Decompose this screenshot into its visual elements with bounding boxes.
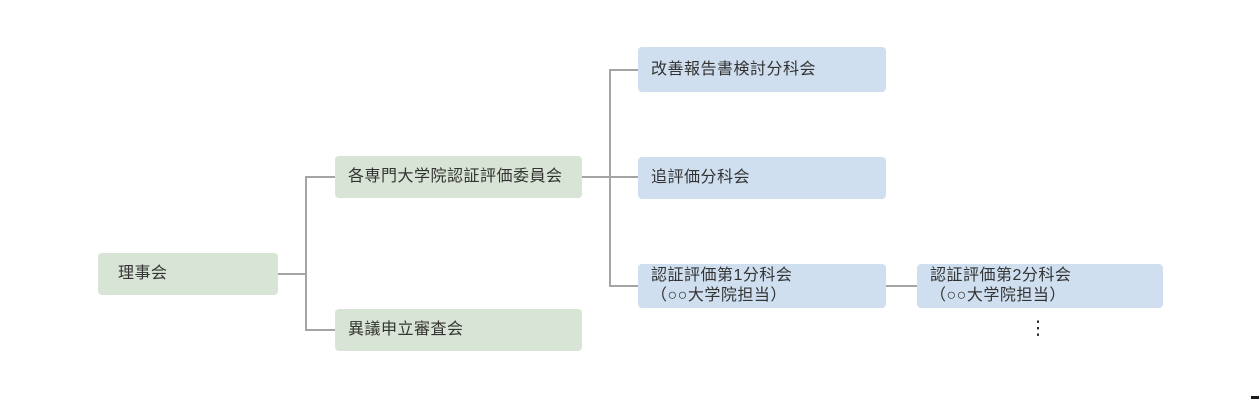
org-node-follow-up-evaluation: 追評価分科会 (638, 157, 886, 199)
org-node-board: 理事会 (98, 253, 278, 295)
corner-artifact (1251, 396, 1259, 399)
org-node-improvement-report-label: 改善報告書検討分科会 (651, 60, 817, 78)
continuation-ellipsis-icon: ⋮ (1028, 318, 1048, 339)
org-node-subcommittee-2-label: 認証評価第2分科会 （○○大学院担当） (930, 267, 1072, 304)
org-node-subcommittee-2: 認証評価第2分科会 （○○大学院担当） (917, 264, 1163, 308)
org-node-improvement-report: 改善報告書検討分科会 (638, 47, 886, 92)
connector-to-improvement-report (609, 69, 639, 71)
org-node-appeal-review-label: 異議申立審査会 (348, 321, 464, 338)
connector-to-subcommittee-1 (609, 285, 639, 287)
org-node-subcommittee-1: 認証評価第1分科会 （○○大学院担当） (638, 264, 886, 308)
connector-trunk-level2 (609, 69, 611, 287)
org-node-accreditation-committee: 各専門大学院認証評価委員会 (335, 156, 582, 198)
org-node-accreditation-committee-label: 各専門大学院認証評価委員会 (348, 168, 563, 185)
connector-trunk-level1 (305, 176, 307, 331)
org-node-follow-up-evaluation-label: 追評価分科会 (651, 169, 751, 186)
connector-to-accreditation-committee (305, 176, 337, 178)
org-node-subcommittee-1-label: 認証評価第1分科会 （○○大学院担当） (651, 267, 793, 304)
connector-board-stub (278, 273, 306, 275)
org-node-board-label: 理事会 (118, 265, 168, 282)
connector-subcommittee1-to-2 (886, 285, 917, 287)
org-node-appeal-review: 異議申立審査会 (335, 309, 582, 351)
connector-to-appeal-review (305, 329, 337, 331)
